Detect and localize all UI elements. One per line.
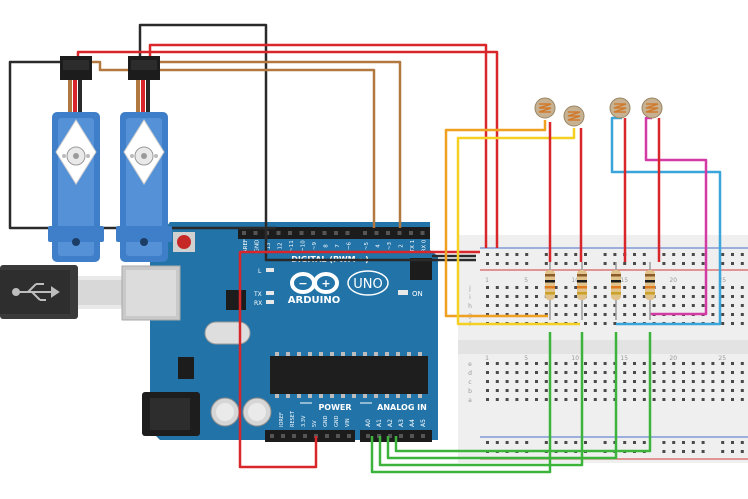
resistors [545, 262, 655, 320]
usb-cable [0, 265, 126, 319]
analog-pin-label: A3 [398, 419, 405, 427]
breadboard-col-number: 5 [524, 277, 528, 284]
digital-pin-label: TX 1 [410, 240, 416, 253]
digital-pin-label: AREF [243, 239, 249, 253]
breadboard-col-number: 1 [485, 355, 489, 362]
power-pin-label: RESET [290, 410, 296, 427]
power-pin-label: 5V [312, 420, 318, 427]
breadboard-col-number: 10 [571, 355, 579, 362]
photoresistor [641, 97, 663, 119]
wire-black-servo2 [138, 23, 476, 262]
svg-text:TX: TX [253, 291, 262, 298]
breadboard-col-number: 20 [669, 277, 677, 284]
digital-pin-label: ~11 [289, 240, 295, 252]
digital-pin-label: RX 0 [422, 239, 428, 252]
svg-text:RX: RX [254, 300, 262, 307]
breadboard-col-number: 25 [718, 277, 726, 284]
wires [8, 23, 722, 474]
wire-green-a2 [386, 332, 618, 460]
breadboard-row-label: j [468, 285, 471, 292]
breadboard-row-label: i [469, 294, 471, 301]
servo-motor [116, 56, 172, 262]
wire-green-a1 [378, 332, 584, 467]
on-label: ON [412, 290, 423, 298]
wire-green-a3 [394, 332, 652, 453]
digital-pin-label: GND [255, 240, 261, 253]
power-header [265, 430, 355, 442]
breadboard-row-label: h [468, 303, 472, 310]
breadboard-col-number: 5 [524, 355, 528, 362]
digital-pin-label: 2 [399, 244, 405, 248]
breadboard-row-label: d [468, 370, 472, 377]
arduino-logo [290, 272, 339, 294]
breadboard-row-label: a [468, 397, 472, 404]
analog-pin-label: A0 [365, 419, 372, 427]
breadboard-col-number: 15 [620, 355, 628, 362]
digital-pin-label: ~9 [312, 241, 318, 250]
analog-pin-label: A1 [376, 419, 383, 427]
wire-red-5v [238, 250, 480, 469]
svg-text:+: + [321, 277, 330, 290]
servo-motor [48, 56, 104, 262]
wire-orange-ldr1 [444, 120, 548, 318]
wire-blue-ldr3 [610, 116, 722, 326]
wire-magenta-ldr4 [644, 116, 708, 316]
resistor [577, 262, 587, 320]
resistor [611, 262, 621, 320]
digital-pin-label: ~6 [347, 241, 353, 250]
atmega-chip [270, 356, 428, 394]
breadboard-row-label: e [468, 361, 472, 368]
power-pin-label: GND [334, 415, 340, 427]
digital-pin-label: 4 [376, 244, 382, 248]
wire-brown-servo1 [90, 60, 376, 228]
power-label: POWER [318, 403, 351, 412]
model-text: UNO [353, 277, 382, 292]
breadboard-col-number: 1 [485, 277, 489, 284]
resistor [645, 262, 655, 320]
digital-pin-label: 13 [266, 242, 272, 249]
digital-pin-label: ~10 [301, 240, 307, 252]
usb-icon [12, 283, 60, 301]
svg-text:−: − [298, 277, 307, 290]
wire-red-servo2 [148, 43, 488, 248]
brand-text: ARDUINO [288, 295, 340, 306]
power-pin-label: GND [323, 415, 329, 427]
breadboard-col-number: 20 [669, 355, 677, 362]
digital-pin-label: 7 [335, 244, 341, 248]
svg-text:L: L [258, 268, 262, 275]
digital-pin-label: ~3 [387, 241, 393, 250]
digital-pin-label: 8 [324, 244, 330, 248]
wire-yellow-ldr2 [456, 128, 580, 326]
wire-green-a0 [370, 332, 552, 474]
analog-pin-label: A2 [387, 419, 394, 427]
power-pin-label: VIN [345, 418, 351, 427]
analog-label: ANALOG IN [377, 403, 427, 412]
photoresistor [534, 97, 556, 119]
photoresistor [563, 105, 585, 127]
power-pin-label: 3.3V [301, 415, 307, 427]
photoresistor [609, 97, 631, 119]
power-pin-label: IOREF [279, 412, 285, 427]
breadboard-row-label: c [468, 379, 471, 386]
breadboard-col-number: 25 [718, 355, 726, 362]
resistor [545, 262, 555, 320]
servo-motors [48, 56, 172, 262]
breadboard-col-number: 10 [571, 277, 579, 284]
digital-pin-label: ~5 [364, 241, 370, 250]
breadboard-row-label: b [468, 388, 472, 395]
wire-brown-servo2 [160, 60, 402, 228]
analog-pin-label: A5 [420, 419, 427, 427]
analog-pin-label: A4 [409, 419, 416, 427]
breadboard-col-number: 15 [620, 277, 628, 284]
photoresistors [534, 97, 663, 127]
digital-pin-label: 12 [278, 243, 284, 250]
